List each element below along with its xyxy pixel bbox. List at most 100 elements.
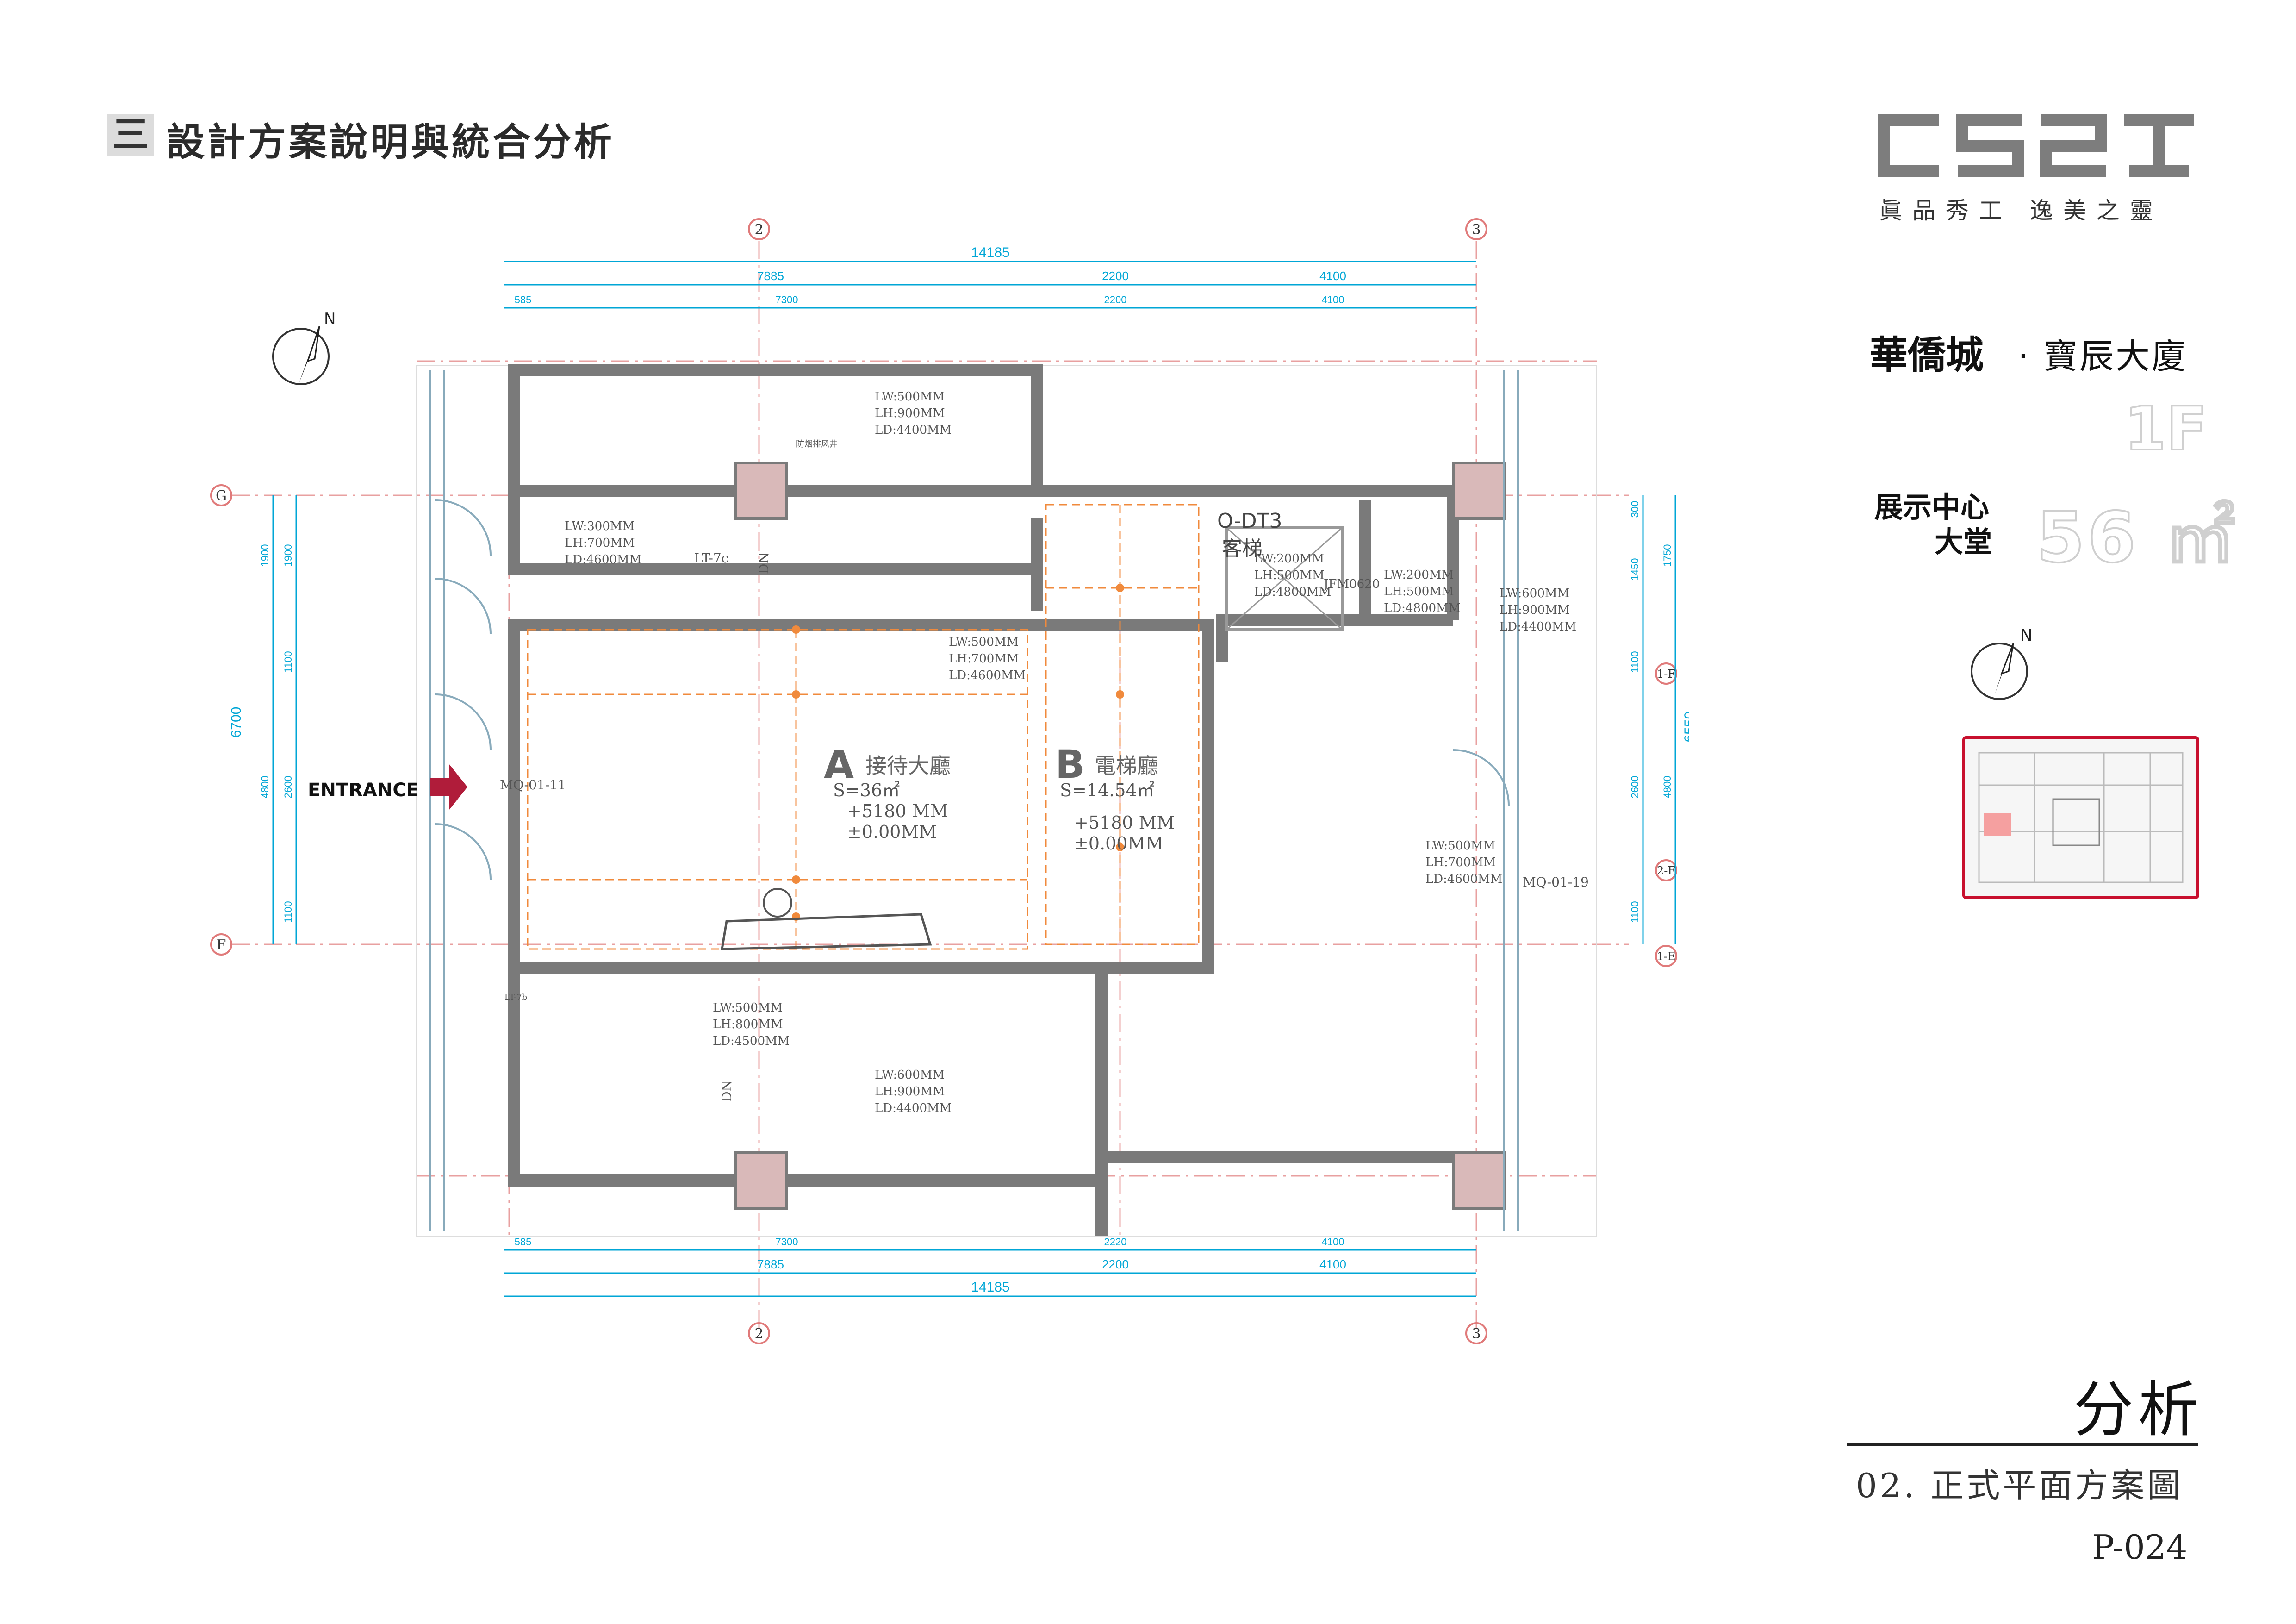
footer-subtitle: 02. 正式平面方案圖 <box>1856 1466 2184 1505</box>
floor-plan-drawing: O-DT3 客梯 2 3 2 3 G F 1-F 2-F 1-E 14185 7… <box>210 218 1689 1344</box>
axis-right-2: 2-F <box>1657 864 1675 877</box>
dim-bottom-r1-1: 7300 <box>776 1236 798 1248</box>
axis-bottom-left: 2 <box>754 1326 763 1342</box>
dim-top-r1-2: 4100 <box>1319 269 1346 283</box>
svg-text:LD:4800MM: LD:4800MM <box>1384 601 1461 615</box>
svg-text:N: N <box>2020 626 2033 645</box>
dim-left-b0: 1900 <box>282 544 294 567</box>
svg-text:N: N <box>324 310 336 328</box>
svg-text:LD:4500MM: LD:4500MM <box>713 1034 790 1048</box>
dim-bottom-total: 14185 <box>971 1280 1009 1295</box>
svg-text:LD:4800MM: LD:4800MM <box>1254 585 1331 599</box>
svg-text:LW:200MM: LW:200MM <box>1384 568 1454 582</box>
svg-text:LH:500MM: LH:500MM <box>1254 568 1325 582</box>
room-b-area: S=14.54㎡ <box>1060 780 1155 800</box>
axis-right-1: 1-F <box>1657 668 1675 681</box>
shaft-note: 防烟排风井 <box>796 439 838 449</box>
dim-left-b3: 1100 <box>282 901 294 923</box>
project-name: 華僑城 <box>1870 333 1984 377</box>
svg-text:LH:900MM: LH:900MM <box>875 406 945 420</box>
room-a-letter: A <box>824 742 854 787</box>
dn-label-upper: DN <box>756 552 772 574</box>
dim-right-a2: 1100 <box>1629 651 1641 673</box>
dim-right-a1: 1450 <box>1629 558 1641 581</box>
north-arrow-icon: N <box>1971 626 2033 700</box>
entrance-arrow-icon <box>430 764 467 810</box>
lighting-notes: LW:500MM LH:900MM LD:4400MM LW:300MM LH:700… <box>565 390 1576 1115</box>
dim-right-b1: 4800 <box>1661 776 1673 799</box>
area-label-exhibition: 展示中心 <box>1874 490 1990 524</box>
svg-text:LH:500MM: LH:500MM <box>1384 585 1454 599</box>
dim-left-b1: 1100 <box>282 651 294 673</box>
brand-logo <box>1878 114 2194 177</box>
room-b-letter: B <box>1055 742 1085 787</box>
svg-text:LH:900MM: LH:900MM <box>875 1085 945 1099</box>
entrance-label: ENTRANCE <box>308 780 419 801</box>
key-plan-thumbnail <box>1962 736 2199 899</box>
dim-right-a4: 1100 <box>1629 901 1641 923</box>
brand-slogan: 眞品秀工 逸美之靈 <box>1879 197 2163 224</box>
axis-left-top: G <box>216 488 227 504</box>
room-a-floor: ±0.00MM <box>847 822 937 842</box>
dim-bottom-r2-0: 7885 <box>757 1257 784 1271</box>
footer-divider <box>1847 1443 2198 1446</box>
svg-text:LD:4400MM: LD:4400MM <box>875 1101 952 1115</box>
page-number: P-024 <box>2092 1528 2188 1567</box>
area-label-lobby: 大堂 <box>1935 525 1992 559</box>
svg-text:LW:300MM: LW:300MM <box>565 519 635 533</box>
dim-bottom-r1-2: 2220 <box>1104 1236 1127 1248</box>
svg-text:LH:700MM: LH:700MM <box>1425 856 1496 869</box>
north-arrow-left-icon: N <box>272 310 336 385</box>
svg-text:LD:4400MM: LD:4400MM <box>1500 620 1576 634</box>
area-value: 56 ㎡ <box>2035 497 2238 579</box>
dim-bottom-r2-2: 4100 <box>1319 1257 1346 1271</box>
axis-bottom-right: 3 <box>1472 1326 1481 1342</box>
dim-top-r2-1: 7300 <box>776 294 798 306</box>
svg-text:LH:800MM: LH:800MM <box>713 1018 783 1031</box>
dn-label-lower: DN <box>719 1080 734 1102</box>
room-b-ceiling: +5180 MM <box>1074 812 1175 833</box>
room-a-name: 接待大廳 <box>865 753 951 778</box>
svg-text:LD:4600MM: LD:4600MM <box>1425 872 1502 886</box>
dim-left-total: 6700 <box>229 707 244 738</box>
dim-right-b0: 1750 <box>1661 544 1673 567</box>
room-b-name: 電梯廳 <box>1095 753 1158 778</box>
dim-top-r2-0: 585 <box>515 294 532 306</box>
svg-text:LD:4600MM: LD:4600MM <box>565 553 641 567</box>
lift-name: 客梯 <box>1222 537 1263 561</box>
dim-right-total: 6550 <box>1682 712 1689 743</box>
svg-text:LW:500MM: LW:500MM <box>1425 839 1495 853</box>
dim-left-a1: 4800 <box>259 776 271 799</box>
svg-text:LW:500MM: LW:500MM <box>949 635 1019 649</box>
room-a-area: S=36㎡ <box>833 780 900 800</box>
dim-top-r1-1: 2200 <box>1102 269 1129 283</box>
svg-text:LW:600MM: LW:600MM <box>875 1068 945 1082</box>
code-lt: LT-7c <box>694 550 728 566</box>
section-number-badge: 三 <box>107 114 154 156</box>
code-mq-right: MQ-01-19 <box>1523 874 1589 890</box>
axis-top-right: 3 <box>1472 222 1481 238</box>
dim-top-r2-3: 4100 <box>1322 294 1344 306</box>
dim-bottom-r1-3: 4100 <box>1322 1236 1344 1248</box>
svg-text:LH:900MM: LH:900MM <box>1500 603 1570 617</box>
dim-right-a0: 300 <box>1629 501 1641 518</box>
key-plan-highlight <box>1984 813 2011 836</box>
axis-top-left: 2 <box>754 222 763 238</box>
dim-left-a0: 1900 <box>259 544 271 567</box>
room-a-ceiling: +5180 MM <box>847 801 948 821</box>
svg-text:LW:500MM: LW:500MM <box>875 390 945 404</box>
dim-bottom-r2-1: 2200 <box>1102 1257 1129 1271</box>
dim-top-r1-0: 7885 <box>757 269 784 283</box>
svg-text:LW:600MM: LW:600MM <box>1500 587 1569 600</box>
svg-text:LD:4400MM: LD:4400MM <box>875 423 952 437</box>
axis-right-3: 1-E <box>1657 950 1676 963</box>
room-b-floor: ±0.00MM <box>1074 833 1164 854</box>
project-subtitle: · 寶辰大廈 <box>2018 337 2188 376</box>
dim-top-r2-2: 2200 <box>1104 294 1127 306</box>
floor-label: 1F <box>2123 393 2208 465</box>
svg-text:LD:4600MM: LD:4600MM <box>949 668 1026 682</box>
code-mq-left: MQ-01-11 <box>500 777 566 793</box>
axis-left-bottom: F <box>217 937 226 953</box>
dim-bottom-r1-0: 585 <box>515 1236 532 1248</box>
code-lt-2: LT-7b <box>504 993 527 1002</box>
